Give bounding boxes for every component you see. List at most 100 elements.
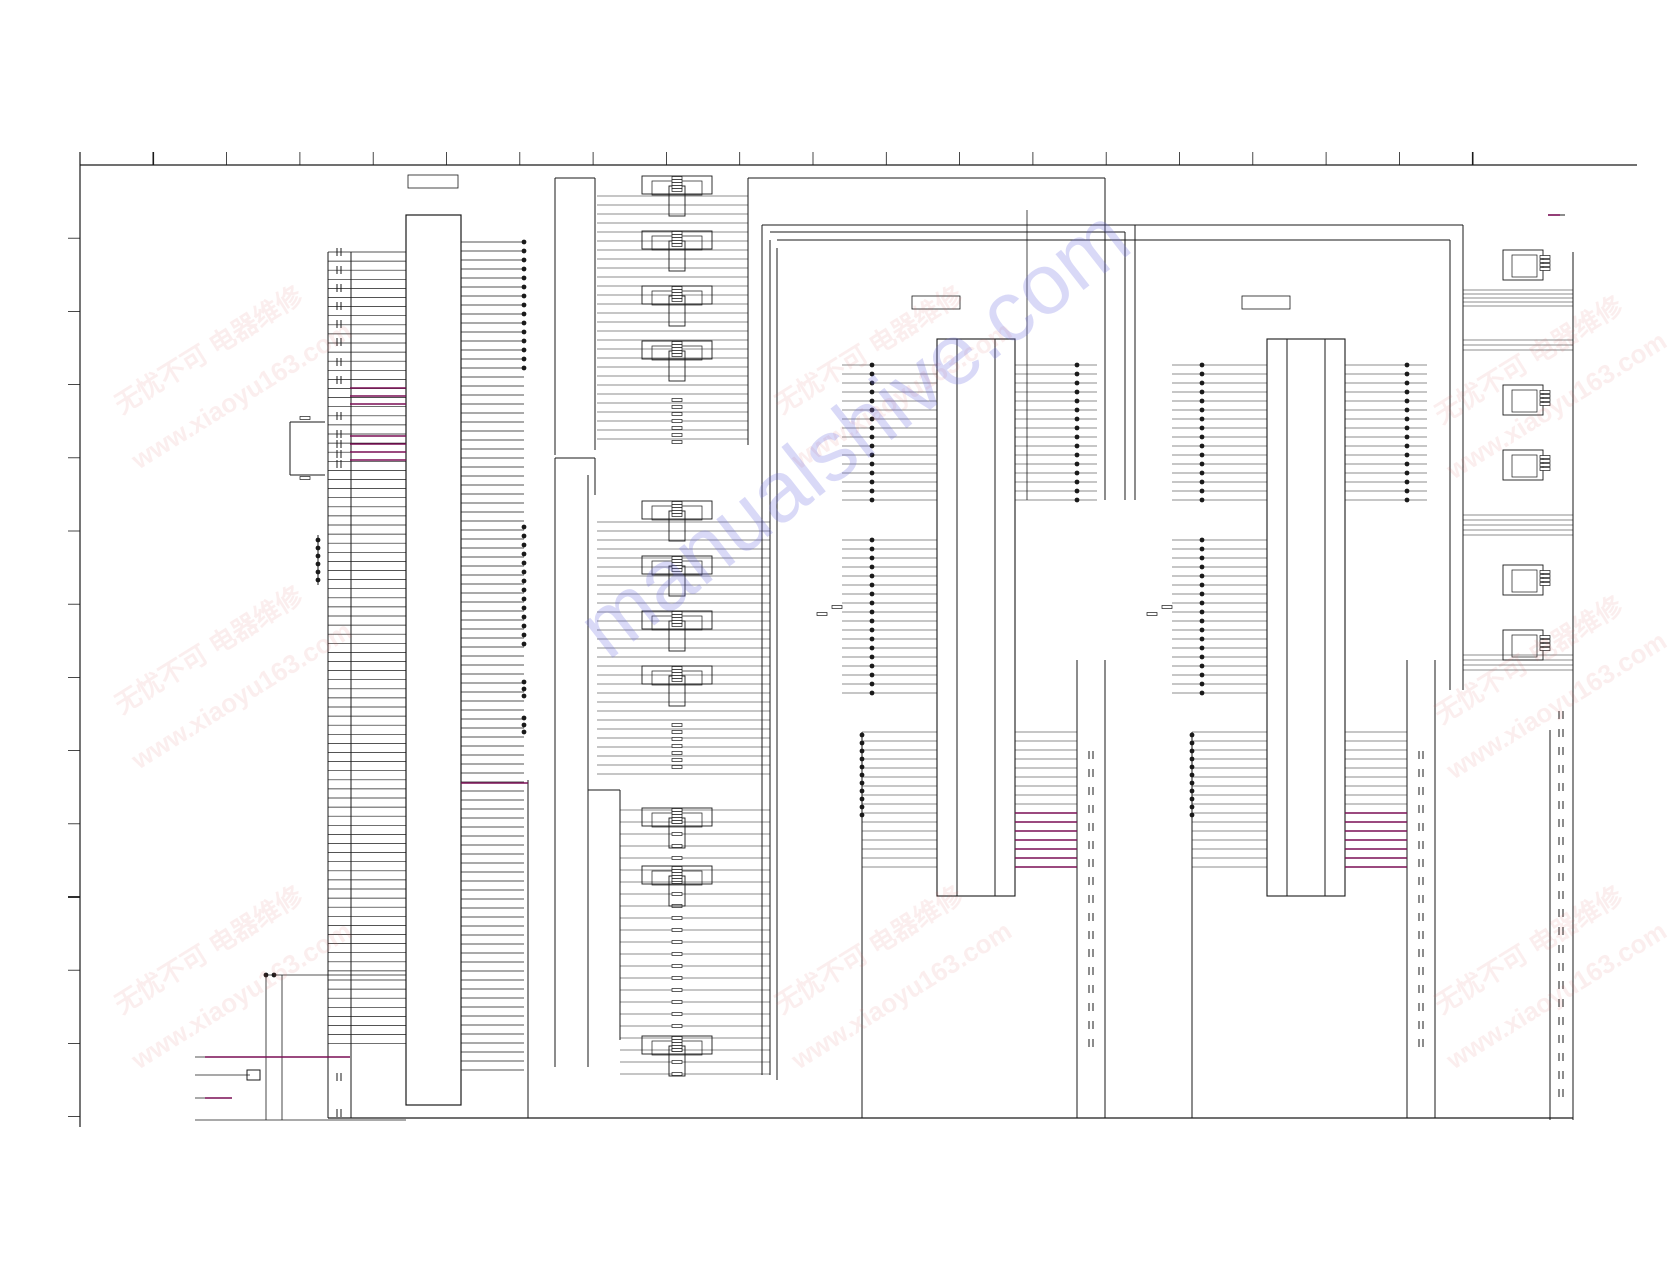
resistor [299, 416, 311, 420]
junction-dot [869, 582, 875, 588]
series-resistor [671, 1060, 683, 1064]
junction-dot [1199, 681, 1205, 687]
decoupling-capacitor [1558, 1035, 1564, 1043]
junction-dot [521, 596, 527, 602]
junction-dot [1189, 812, 1195, 818]
connector-resistor [1539, 267, 1551, 271]
series-resistor [671, 426, 683, 430]
junction-dot [521, 266, 527, 272]
series-resistor [671, 928, 683, 932]
junction-dot [869, 555, 875, 561]
junction-dot [1199, 600, 1205, 606]
junction-dot [1189, 804, 1195, 810]
decoupling-capacitor [1558, 873, 1564, 881]
decoupling-capacitor [336, 1073, 342, 1081]
decoupling-capacitor [336, 248, 342, 256]
junction-dot [869, 537, 875, 543]
junction-dot [869, 389, 875, 395]
decoupling-capacitor [1558, 927, 1564, 935]
junction-dot [869, 654, 875, 660]
decoupling-capacitor [1558, 1089, 1564, 1097]
series-resistor [671, 419, 683, 423]
junction-dot [1074, 479, 1080, 485]
decoupling-capacitor [1558, 711, 1564, 719]
junction-dot [521, 257, 527, 263]
decoupling-capacitor [1418, 895, 1424, 903]
chip-pin [671, 240, 683, 244]
junction-dot [859, 780, 865, 786]
memory-chip-symbol [641, 500, 713, 542]
junction-dot [1074, 488, 1080, 494]
junction-dot [521, 311, 527, 317]
junction-dot [869, 681, 875, 687]
chip-outline [641, 807, 713, 827]
junction-dot [1199, 398, 1205, 404]
junction-dot [859, 748, 865, 754]
chip-outline [641, 175, 713, 195]
junction-dot [1404, 443, 1410, 449]
junction-dot [1404, 416, 1410, 422]
chip-pin [671, 808, 683, 812]
crystal-oscillator [246, 1069, 261, 1081]
decoupling-capacitor [1088, 877, 1094, 885]
junction-dot [1189, 732, 1195, 738]
chip-pin [671, 814, 683, 818]
junction-dot [1189, 764, 1195, 770]
junction-dot [1199, 654, 1205, 660]
junction-dot [521, 542, 527, 548]
connector-resistor [1539, 459, 1551, 463]
junction-dot [521, 356, 527, 362]
connector-inner [1511, 634, 1538, 658]
junction-dot [1404, 470, 1410, 476]
decoupling-capacitor [336, 284, 342, 292]
decoupling-capacitor [336, 358, 342, 366]
junction-dot [869, 362, 875, 368]
decoupling-capacitor [1558, 981, 1564, 989]
junction-dot [869, 443, 875, 449]
junction-dot [521, 641, 527, 647]
chip-pin [671, 869, 683, 873]
decoupling-capacitor [1418, 1039, 1424, 1047]
junction-dot [869, 461, 875, 467]
junction-dot [859, 756, 865, 762]
decoupling-capacitor [1088, 931, 1094, 939]
chip-pin [671, 182, 683, 186]
junction-dot [869, 627, 875, 633]
memory-chip-symbol [641, 665, 713, 707]
ic-inner [956, 338, 996, 897]
junction-dot [1189, 756, 1195, 762]
memory-chip-symbol [641, 285, 713, 327]
decoupling-capacitor [1088, 1003, 1094, 1011]
decoupling-capacitor [1088, 841, 1094, 849]
decoupling-capacitor [336, 338, 342, 346]
chip-pin [671, 820, 683, 824]
junction-dot [869, 425, 875, 431]
decoupling-capacitor [1088, 913, 1094, 921]
junction-dot [869, 609, 875, 615]
junction-dot [1199, 362, 1205, 368]
junction-dot [1189, 788, 1195, 794]
junction-dot [1199, 618, 1205, 624]
junction-dot [521, 614, 527, 620]
junction-dot [1074, 443, 1080, 449]
junction-dot [1074, 434, 1080, 440]
chip-pin [671, 817, 683, 821]
junction-dot [1404, 434, 1410, 440]
series-resistor [671, 988, 683, 992]
junction-dot [521, 569, 527, 575]
decoupling-capacitor [1088, 1021, 1094, 1029]
decoupling-capacitor [336, 1109, 342, 1117]
decoupling-capacitor [1418, 805, 1424, 813]
junction-dot [859, 796, 865, 802]
series-resistor [671, 751, 683, 755]
junction-dot [1199, 645, 1205, 651]
junction-dot [1404, 452, 1410, 458]
chip-outline [641, 555, 713, 575]
chip-pin [671, 666, 683, 670]
memory-chip-symbol [641, 230, 713, 272]
decoupling-capacitor [1088, 967, 1094, 975]
decoupling-capacitor [1088, 769, 1094, 777]
ic-outer [936, 338, 1016, 897]
bus-layer [205, 214, 1560, 1099]
chip-outline [641, 230, 713, 250]
